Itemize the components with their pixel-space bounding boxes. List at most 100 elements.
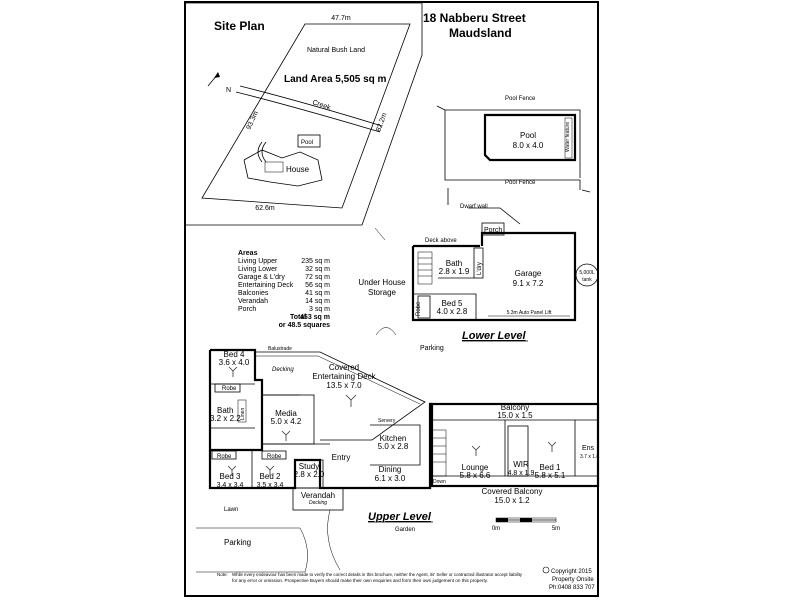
media-name: Media: [275, 409, 297, 418]
tank-label-1: 5,000L: [579, 270, 595, 276]
walk-in-robe: [507, 425, 529, 477]
bed3-name: Bed 3: [220, 472, 241, 481]
lower-stairs: [417, 251, 433, 285]
site-pool-label: Pool: [301, 140, 313, 146]
site-house-outline: [243, 149, 323, 187]
entry-label: Entry: [332, 453, 351, 462]
laundry: [473, 247, 484, 279]
site-plan-title: Site Plan: [214, 19, 265, 33]
ensuite-dim: 3.7 x 1.8: [580, 454, 599, 460]
creek-label: Creek: [311, 99, 331, 112]
scale-bar: 0m 5m: [492, 517, 560, 532]
study-dim: 2.8 x 2.0: [294, 470, 325, 479]
covered-deck-name-2: Entertaining Deck: [312, 372, 376, 381]
area-label: Entertaining Deck: [238, 282, 294, 289]
areas-squares: or 48.5 squares: [279, 322, 330, 329]
address-line-2: Maudsland: [449, 26, 512, 40]
balcony-name: Balcony: [501, 403, 529, 412]
lower-parking-label: Parking: [420, 345, 444, 352]
bed5-robe-label: Robe: [416, 301, 422, 316]
site-pool: [297, 134, 321, 148]
balcony-dim: 15.0 x 1.5: [497, 411, 533, 420]
area-label: Porch: [238, 306, 256, 313]
area-value: 3 sq m: [309, 306, 330, 313]
disclaimer-line-1: While every endeavour has been made to v…: [232, 572, 523, 577]
upper-parking-label: Parking: [224, 538, 251, 547]
study-name: Study: [299, 462, 319, 471]
under-house-label-1: Under House: [358, 278, 406, 287]
area-label: Balconies: [238, 290, 269, 297]
tank-label-2: tank: [582, 277, 592, 283]
area-value: 32 sq m: [305, 266, 330, 273]
lower-bath-dim: 2.8 x 1.9: [439, 267, 470, 276]
footer-note-label: Note:: [217, 572, 228, 577]
dim-bottom: 62.6m: [255, 205, 275, 212]
verandah-decking-label: Decking: [309, 500, 327, 506]
verandah: [292, 487, 344, 511]
dining-dim: 6.1 x 3.0: [375, 474, 406, 483]
covered-deck-name-1: Covered: [329, 363, 359, 372]
scale-end: 5m: [552, 526, 560, 532]
decking-label: Decking: [272, 367, 294, 373]
media-room: [261, 394, 315, 445]
plan-border: [184, 1, 599, 597]
address-line-1: 18 Nabberu Street: [423, 11, 526, 25]
areas-heading: Areas: [238, 250, 258, 257]
dim-right: 82.2m: [375, 112, 388, 133]
ceiling-fan-icon: [227, 366, 557, 476]
dining-name: Dining: [379, 465, 402, 474]
bed4-dim: 3.6 x 4.0: [219, 358, 250, 367]
pool: [483, 113, 577, 162]
bed5-name: Bed 5: [442, 299, 463, 308]
disclaimer-line-2: for any error or omission. Prospective B…: [232, 578, 488, 583]
water-feature-label: Water feature: [565, 122, 571, 152]
lower-level: Porch Deck above L'dry Bath 2.8 x 1.9 Ro…: [358, 222, 599, 352]
upper-stairs: [431, 429, 447, 477]
under-house-label-2: Storage: [368, 288, 397, 297]
ensuite-name: Ens: [582, 445, 595, 452]
bed2-name: Bed 2: [260, 472, 281, 481]
phone-label: Ph:0408 833 707: [549, 585, 595, 591]
pool-dim: 8.0 x 4.0: [513, 141, 544, 150]
area-value: 56 sq m: [305, 282, 330, 289]
covered-deck-outline: [255, 351, 426, 441]
bush-label: Natural Bush Land: [307, 47, 365, 54]
area-value: 72 sq m: [305, 274, 330, 281]
garden-label: Garden: [395, 527, 415, 533]
area-label: Living Lower: [238, 266, 278, 273]
bed4-name: Bed 4: [224, 350, 245, 359]
lower-level-title: Lower Level: [462, 330, 527, 342]
lower-bath-name: Bath: [446, 259, 462, 268]
site-plan-frame: [186, 2, 423, 226]
area-value: 235 sq m: [301, 258, 330, 265]
covered-balcony-name: Covered Balcony: [482, 487, 543, 496]
verandah-name: Verandah: [301, 491, 335, 500]
area-value: 14 sq m: [305, 298, 330, 305]
lawn-label: Lawn: [224, 507, 238, 513]
deck-above-label: Deck above: [425, 238, 457, 244]
company-label: Property Onsite: [552, 577, 594, 583]
pool-fence-bottom-label: Pool Fence: [505, 180, 536, 186]
kitchen-dim: 5.0 x 2.8: [378, 442, 409, 451]
scale-start: 0m: [492, 526, 500, 532]
kitchen: [370, 424, 421, 466]
bed5-robe: [417, 295, 431, 319]
upper-level-title: Upper Level: [368, 511, 432, 523]
covered-balcony-dim: 15.0 x 1.2: [494, 496, 530, 505]
wir-dim: 4.8 x 1.9: [508, 470, 535, 477]
pool-name: Pool: [520, 131, 536, 140]
areas-table: Areas Living Upper 235 sq m Living Lower 32…: [238, 250, 330, 329]
lounge-name: Lounge: [462, 463, 489, 472]
upper-bath-dim: 3.2 x 2.2: [210, 414, 241, 423]
bed1-dim: 5.8 x 5.1: [535, 471, 566, 480]
upper-bath-name: Bath: [217, 406, 233, 415]
footer: Note: While every endeavour has been mad…: [217, 566, 595, 591]
media-dim: 5.0 x 4.2: [271, 417, 302, 426]
dim-top: 47.7m: [331, 15, 351, 22]
site-house-label: House: [286, 165, 310, 174]
covered-deck-dim: 13.5 x 7.0: [326, 381, 362, 390]
land-area: Land Area 5,505 sq m: [284, 74, 387, 85]
linen-label: Linen: [240, 408, 246, 420]
pool-fence: [436, 105, 581, 190]
area-label: Living Upper: [238, 258, 278, 265]
